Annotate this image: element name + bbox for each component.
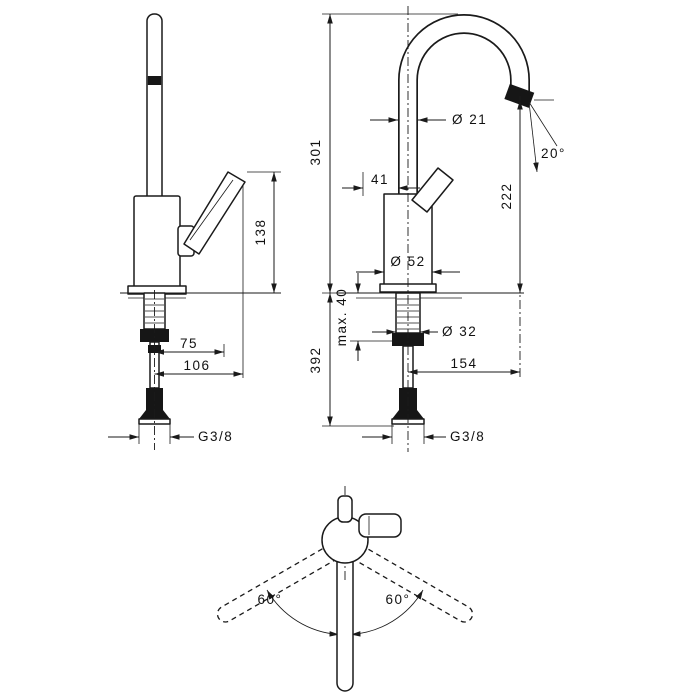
angle-20-label: 20° — [541, 146, 566, 161]
dim-138-label: 138 — [253, 218, 268, 245]
mounting-nut-front — [392, 333, 424, 346]
mounting-nut-side — [140, 329, 169, 342]
dimension-thread-front: G3/8 — [362, 421, 485, 444]
dia-32-label: Ø 32 — [442, 324, 477, 339]
dim-106-label: 106 — [183, 358, 210, 373]
dimension-41: 41 — [342, 172, 420, 196]
thread-label-side: G3/8 — [198, 429, 233, 444]
dimension-222: 222 — [499, 99, 554, 293]
dim-392-label: 392 — [308, 346, 323, 373]
swivel-angle-right-label: 60° — [386, 592, 411, 607]
dim-154-label: 154 — [450, 356, 477, 371]
dimension-max40: max. 40 — [334, 273, 398, 361]
dimension-dia21: Ø 21 — [370, 112, 487, 127]
lever-detail-line — [189, 179, 234, 241]
mixer-body-side — [133, 195, 181, 293]
lever-handle-front — [411, 167, 454, 213]
dim-301-label: 301 — [308, 138, 323, 165]
dim-222-label: 222 — [499, 182, 514, 209]
dia-52-label: Ø 52 — [390, 254, 425, 269]
dimension-138: 138 — [247, 171, 281, 293]
front-view: 301 392 Ø 21 20° 41 222 — [308, 6, 566, 452]
dim-75-label: 75 — [180, 336, 198, 351]
handle-top-view — [358, 513, 402, 538]
riser-band — [147, 76, 162, 85]
thread-label-front: G3/8 — [450, 429, 485, 444]
lever-handle-side — [183, 171, 246, 255]
dia-21-label: Ø 21 — [452, 112, 487, 127]
dimension-angle20: 20° — [528, 101, 566, 173]
dim-41-label: 41 — [371, 172, 389, 187]
swivel-angle-left-label: 60° — [258, 592, 283, 607]
dimension-106: 106 — [154, 186, 244, 378]
spout-riser — [146, 13, 163, 205]
spout-fill — [399, 15, 529, 204]
top-view-swivel: 60° 60° — [216, 486, 474, 692]
aerator-tip — [504, 83, 535, 108]
dimension-dia32: Ø 32 — [372, 324, 477, 339]
dimension-301-392: 301 392 — [308, 13, 458, 427]
spout-stub-top-view — [337, 495, 353, 523]
dimension-thread-side: G3/8 — [108, 421, 233, 444]
swivel-arc-right — [350, 589, 424, 637]
max-40-label: max. 40 — [334, 288, 349, 347]
swivel-arc-left — [266, 589, 340, 637]
dimension-dia52: Ø 52 — [356, 254, 460, 275]
dimension-75: 75 — [154, 336, 225, 357]
side-view: 138 75 106 G3/8 — [108, 13, 281, 450]
dimension-154: 154 — [408, 356, 520, 375]
